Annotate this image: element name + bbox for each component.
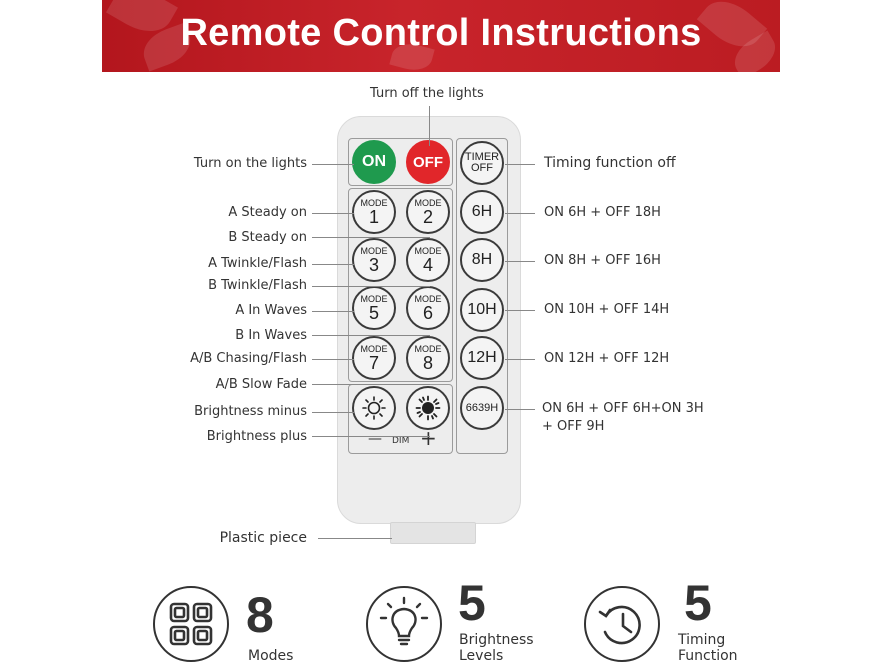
modes-label: Modes [248, 648, 294, 664]
leader-b-twinkle [312, 286, 430, 287]
leader-a-waves [312, 311, 354, 312]
off-button[interactable]: OFF [406, 140, 450, 184]
leader-turn-on [312, 164, 354, 165]
leader-8h [505, 261, 535, 262]
leader-12h [505, 359, 535, 360]
label-ab-fade: A/B Slow Fade [215, 377, 307, 392]
label-b-twinkle: B Twinkle/Flash [208, 278, 307, 293]
timer-6639h-button[interactable]: 6639H [460, 386, 504, 430]
leader-6h [505, 213, 535, 214]
timing-label-line2: Function [678, 648, 738, 664]
leader-plastic-piece [318, 538, 392, 539]
label-turn-off: Turn off the lights [370, 86, 484, 101]
leader-ab-chasing [312, 359, 354, 360]
leader-a-twinkle [312, 264, 354, 265]
sun-filled-icon [415, 395, 441, 421]
dim-minus-symbol: — [368, 431, 382, 447]
leader-b-waves [312, 335, 430, 336]
light-bulb-icon [379, 596, 429, 646]
page-title: Remote Control Instructions [180, 12, 702, 54]
clock-icon [598, 605, 641, 645]
timing-label-line1: Timing [678, 632, 726, 648]
timer-10h-button[interactable]: 10H [460, 288, 504, 332]
header-banner: Remote Control Instructions [102, 0, 780, 72]
timer-group [456, 138, 508, 454]
leader-brightness-plus [312, 436, 430, 437]
brightness-count: 5 [458, 575, 486, 631]
label-a-waves: A In Waves [235, 303, 307, 318]
leader-timing-off [505, 164, 535, 165]
label-brightness-plus: Brightness plus [206, 429, 307, 444]
label-on-6639h-line2: + OFF 9H [542, 419, 605, 434]
sun-outline-icon [362, 396, 386, 420]
label-ab-chasing: A/B Chasing/Flash [190, 351, 307, 366]
leader-10h [505, 310, 535, 311]
grid-icon [169, 602, 213, 646]
dim-plus-symbol: + [420, 426, 437, 450]
label-b-steady: B Steady on [228, 230, 307, 245]
label-b-waves: B In Waves [235, 328, 307, 343]
label-plastic-piece: Plastic piece [219, 530, 307, 546]
label-a-steady: A Steady on [228, 205, 307, 220]
power-group [348, 138, 453, 186]
timer-6h-button[interactable]: 6H [460, 190, 504, 234]
label-on-8h: ON 8H + OFF 16H [544, 253, 661, 268]
label-on-10h: ON 10H + OFF 14H [544, 302, 670, 317]
mode-group [348, 188, 453, 382]
brightness-icon [366, 586, 442, 662]
timer-12h-button[interactable]: 12H [460, 336, 504, 380]
leader-a-steady [312, 213, 354, 214]
label-timing-off: Timing function off [544, 155, 676, 171]
plastic-piece [390, 522, 476, 544]
brightness-plus-button[interactable] [406, 386, 450, 430]
modes-icon [153, 586, 229, 662]
label-on-6h: ON 6H + OFF 18H [544, 205, 661, 220]
label-brightness-minus: Brightness minus [194, 404, 307, 419]
timer-off-button[interactable]: TIMER OFF [460, 141, 504, 185]
leader-6639h [505, 409, 535, 410]
label-on-6639h-line1: ON 6H + OFF 6H+ON 3H [542, 401, 704, 416]
modes-count: 8 [246, 587, 274, 643]
dim-label: DIM [392, 436, 410, 446]
brightness-minus-button[interactable] [352, 386, 396, 430]
leader-b-steady [312, 237, 430, 238]
label-on-12h: ON 12H + OFF 12H [544, 351, 670, 366]
brightness-label-line1: Brightness [459, 632, 534, 648]
brightness-label-line2: Levels [459, 648, 504, 664]
timing-icon [584, 586, 660, 662]
timer-8h-button[interactable]: 8H [460, 238, 504, 282]
leader-turn-off [429, 106, 430, 146]
on-button[interactable]: ON [352, 140, 396, 184]
leader-ab-fade [312, 384, 430, 385]
label-a-twinkle: A Twinkle/Flash [208, 256, 307, 271]
leader-brightness-minus [312, 412, 354, 413]
timing-count: 5 [684, 575, 712, 631]
label-turn-on: Turn on the lights [193, 156, 307, 171]
